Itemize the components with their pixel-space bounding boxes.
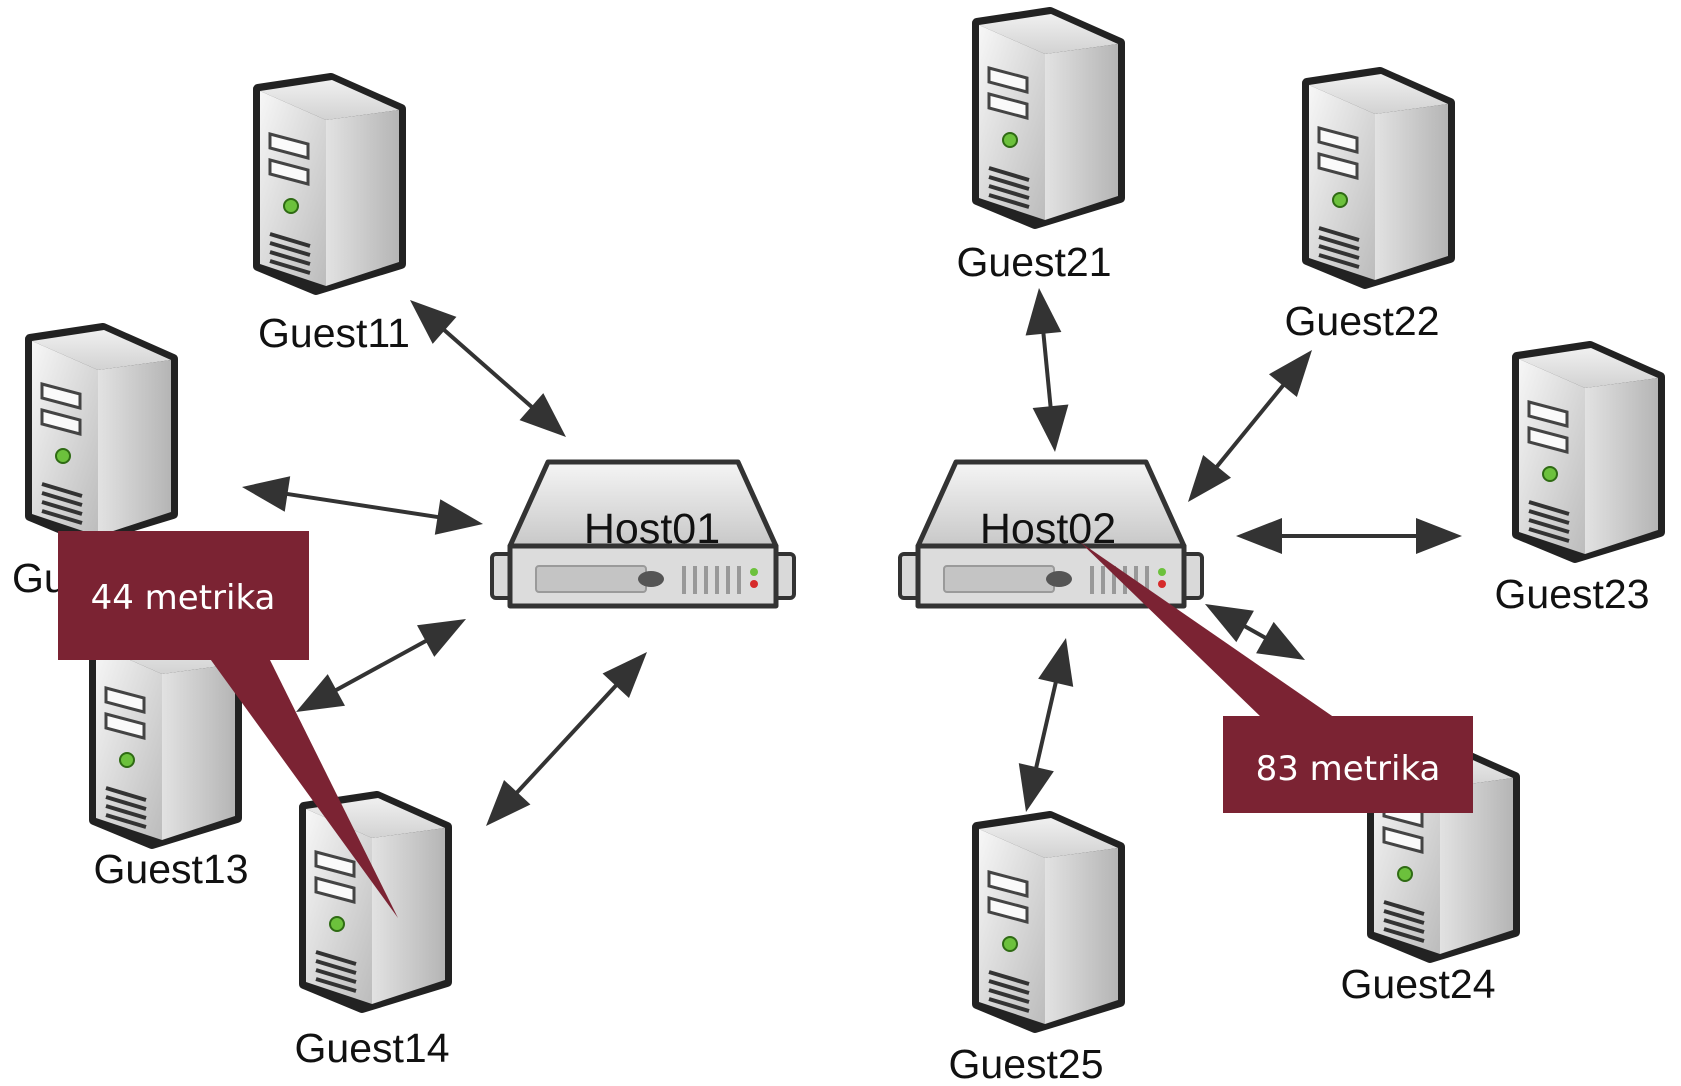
- arrowhead: [486, 780, 531, 826]
- host-label: Host01: [584, 505, 720, 553]
- server-tower-icon: [977, 816, 1120, 1028]
- callout-text: 44 metrika: [91, 578, 276, 618]
- arrowhead: [417, 619, 466, 657]
- callout-box: [58, 531, 309, 660]
- arrowhead: [1018, 763, 1054, 812]
- guest-guest13[interactable]: Guest13: [94, 632, 249, 892]
- links: [242, 288, 1462, 826]
- guest-guest23[interactable]: Guest23: [1495, 346, 1661, 617]
- bidirectional-arrow-icon: [1205, 604, 1305, 660]
- arrow-shaft: [271, 489, 454, 522]
- callout-pointer: [208, 656, 398, 918]
- callout-box: [1223, 716, 1473, 813]
- host-host02[interactable]: Host02: [900, 462, 1202, 606]
- server-tower-icon: [30, 328, 173, 540]
- bidirectional-arrow-icon: [410, 300, 566, 437]
- arrowhead: [1416, 518, 1462, 554]
- arrowhead: [296, 674, 345, 712]
- guest-guest22[interactable]: Guest22: [1285, 72, 1451, 344]
- guest-label: Guest22: [1285, 298, 1440, 344]
- arrowhead: [602, 652, 647, 698]
- callout-host01-metrics: 44 metrika: [58, 531, 398, 918]
- bidirectional-arrow-icon: [296, 619, 466, 712]
- guest-label: Guest21: [957, 239, 1112, 285]
- arrow-shaft: [431, 318, 545, 419]
- arrowhead: [1256, 621, 1305, 660]
- arrow-shaft: [1205, 371, 1295, 481]
- bidirectional-arrow-icon: [242, 476, 483, 535]
- arrowhead: [519, 393, 566, 437]
- arrowhead: [1268, 350, 1312, 398]
- guest-guest21[interactable]: Guest21: [957, 12, 1121, 285]
- guest-guest24[interactable]: Guest24: [1341, 746, 1516, 1007]
- arrow-shaft: [1039, 317, 1055, 423]
- guest-label: Guest24: [1341, 961, 1496, 1007]
- arrowhead: [1038, 638, 1074, 687]
- server-tower-icon: [304, 796, 447, 1008]
- server-tower-icon: [1307, 72, 1450, 284]
- arrowhead: [1236, 518, 1282, 554]
- arrowhead: [1032, 404, 1069, 452]
- guest-label: Guest23: [1495, 571, 1650, 617]
- guest-guest14[interactable]: Guest14: [295, 796, 450, 1071]
- arrow-shaft: [321, 631, 441, 700]
- host-host01[interactable]: Host01: [492, 462, 794, 606]
- callout-text: 83 metrika: [1256, 749, 1441, 789]
- arrowhead: [1025, 288, 1062, 336]
- arrowhead: [1205, 604, 1254, 643]
- callout-pointer: [1080, 542, 1335, 718]
- guest-label: Guest14: [295, 1025, 450, 1071]
- guest-guest11[interactable]: Guest11: [258, 78, 410, 356]
- guest-label: Guest25: [949, 1041, 1104, 1086]
- server-tower-icon: [1517, 346, 1660, 558]
- bidirectional-arrow-icon: [1236, 518, 1462, 554]
- arrowhead: [434, 499, 483, 535]
- bidirectional-arrow-icon: [1025, 288, 1069, 452]
- arrowhead: [410, 300, 457, 344]
- guest-guest25[interactable]: Guest25: [949, 816, 1121, 1086]
- guest-label: Guest11: [258, 310, 410, 356]
- arrowhead: [1188, 454, 1232, 502]
- callout-host02-metrics: 83 metrika: [1080, 542, 1473, 813]
- guest-label: Guest13: [94, 846, 249, 892]
- arrow-shaft: [1030, 666, 1062, 784]
- server-tower-icon: [977, 12, 1120, 224]
- arrowhead: [242, 476, 291, 512]
- server-tower-icon: [258, 78, 401, 290]
- bidirectional-arrow-icon: [1188, 350, 1312, 502]
- bidirectional-arrow-icon: [486, 652, 647, 826]
- arrow-shaft: [504, 672, 629, 806]
- bidirectional-arrow-icon: [1018, 638, 1074, 812]
- host-label: Host02: [980, 505, 1116, 553]
